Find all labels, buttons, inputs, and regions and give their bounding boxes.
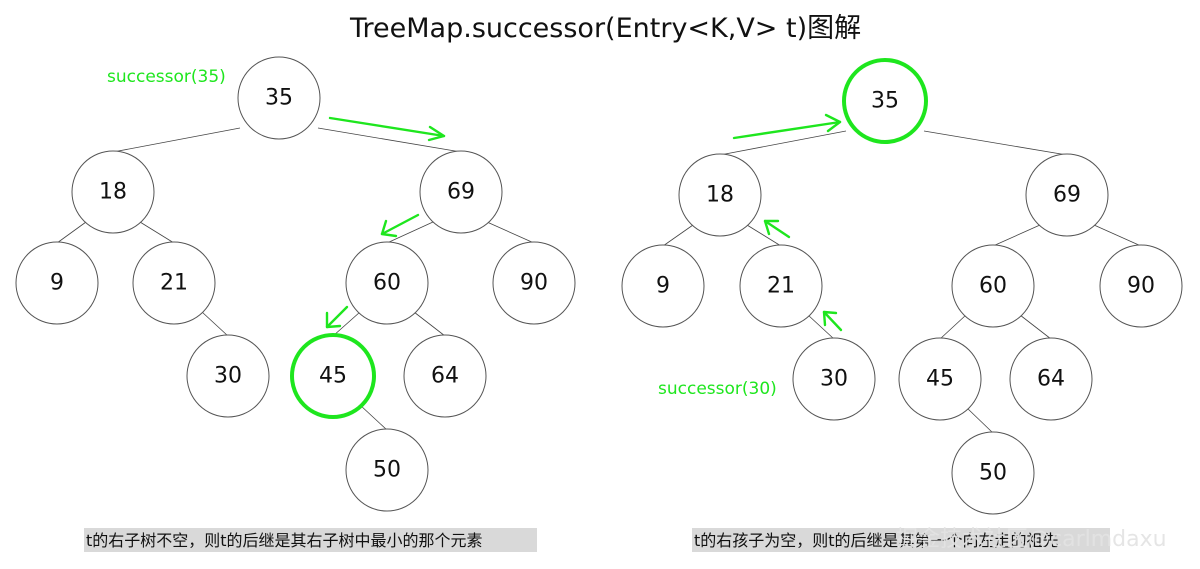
edge [1093,224,1142,247]
path-arrow [328,116,446,142]
node-label: 45 [926,367,954,392]
tree-node: 45 [898,337,982,421]
path-arrow [732,113,842,140]
edge [332,311,361,337]
left-tree: 35 18 69 9 21 60 90 30 [15,56,576,552]
edge [746,224,782,247]
tree-node: 69 [419,150,503,234]
node-label: 50 [979,461,1007,486]
tree-node: 9 [621,244,705,328]
edge [966,407,994,434]
tree-node: 35 [237,56,321,140]
tree-node: 90 [1099,244,1183,328]
node-label: 18 [99,180,127,205]
edge [662,224,694,247]
node-label: 30 [820,367,848,392]
edge [317,127,462,153]
caption: t的右孩子为空，则t的后继是其第一个向左走的祖先 [694,531,1059,550]
path-arrow [763,219,791,239]
caption-background [692,528,1110,552]
tree-node: 21 [132,241,216,325]
edge [939,314,967,340]
edge [923,130,1068,156]
tree-node: 21 [739,244,823,328]
node-label: 69 [447,180,475,205]
edge [359,404,388,431]
tree-node-highlighted: 45 [290,333,376,419]
path-arrow [325,305,349,329]
tree-node: 60 [951,244,1035,328]
edge [56,221,87,244]
tree-node: 30 [792,337,876,421]
node-label: 90 [1127,274,1155,299]
node-label: 30 [214,364,242,389]
tree-node: 60 [345,241,429,325]
node-label: 60 [373,271,401,296]
node-label: 21 [767,274,795,299]
edge [112,127,241,153]
edge [201,311,229,337]
node-label: 21 [160,271,188,296]
tree-node: 69 [1025,153,1109,237]
successor-label: successor(35) [107,67,226,87]
path-arrow [380,213,420,238]
tree-node: 50 [951,431,1035,515]
edge [386,221,434,244]
tree-node: 64 [403,334,487,418]
caption-background [84,528,537,552]
tree-node: 64 [1009,337,1093,421]
node-label: 45 [319,364,347,389]
tree-node: 90 [492,241,576,325]
tree-node: 30 [186,334,270,418]
edge [1019,314,1052,340]
node-label: 60 [979,274,1007,299]
edge [413,311,446,337]
node-label: 69 [1053,183,1081,208]
edge [807,314,835,340]
tree-node: 18 [71,150,155,234]
tree-node: 50 [345,428,429,512]
tree-node: 9 [15,241,99,325]
node-label: 18 [706,183,734,208]
tree-node-highlighted: 35 [842,58,928,144]
right-tree: 35 18 69 9 21 60 90 30 [621,58,1183,552]
node-label: 90 [520,271,548,296]
node-label: 64 [431,364,459,389]
caption: t的右子树不空，则t的后继是其右子树中最小的那个元素 [86,531,483,550]
path-arrow [822,310,843,332]
watermark: 掘金技术社区@carlmdaxu [896,527,1167,552]
node-label: 35 [871,89,899,114]
edge [719,130,847,156]
successor-label: successor(30) [658,379,777,399]
diagram-title: TreeMap.successor(Entry<K,V> t)图解 [349,13,861,44]
tree-node: 18 [678,153,762,237]
node-label: 9 [50,271,64,296]
node-label: 64 [1037,367,1065,392]
edge [139,221,175,244]
edge [992,224,1041,247]
node-label: 50 [373,458,401,483]
node-label: 35 [265,86,293,111]
node-label: 9 [656,274,670,299]
edge [486,221,535,244]
